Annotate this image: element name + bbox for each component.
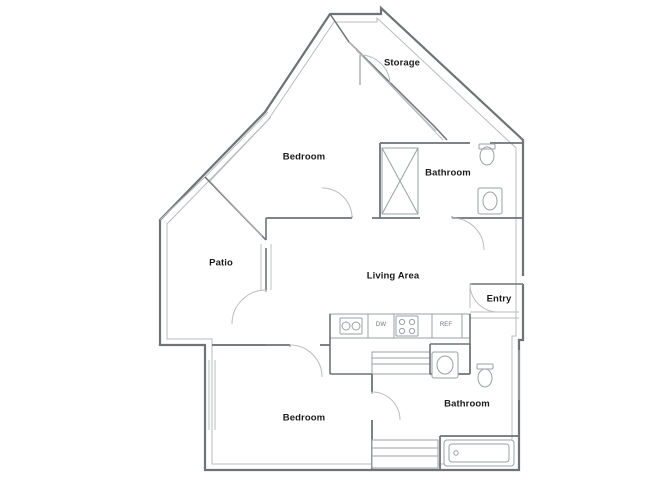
kitchen-walls [329,314,471,375]
room-label-bathroom-lower: Bathroom [444,398,490,410]
toilet-lower-icon [476,363,494,388]
patio-door-swing [231,289,267,325]
bedroom-upper-window-wall [159,111,272,221]
patio-wall-lining [209,180,272,290]
room-label-bedroom-upper: Bedroom [282,151,326,163]
bedroom-lower-door-swing [289,344,323,378]
toilet-upper-icon [478,143,496,166]
room-label-bathroom-upper: Bathroom [425,167,471,179]
sink-upper-icon [477,187,503,215]
exterior-windows [208,180,520,430]
fixture-label-refrigerator: REF [439,322,453,328]
bathtub-lower-icon [443,439,515,467]
bathroom-upper-door-swing [451,216,485,251]
storage-room [329,13,448,141]
shower-upper [381,147,419,215]
room-label-entry: Entry [486,293,512,305]
entry-closet [470,311,519,319]
patio-walls [204,176,267,470]
room-label-storage: Storage [383,57,421,69]
room-label-bedroom-lower: Bedroom [282,412,326,424]
storage-door-swing [359,54,391,86]
fixture-label-dishwasher: DW [375,322,387,328]
bedroom-upper-door-swing [321,187,353,219]
room-label-patio: Patio [209,257,233,269]
sink-lower-icon [431,351,459,379]
room-label-living-area: Living Area [366,270,420,282]
bedroom-lower-closet [371,439,439,469]
bathroom-lower-door-swing [371,391,401,421]
upper-interior-walls [266,142,523,219]
kitchen-counters [329,313,471,375]
